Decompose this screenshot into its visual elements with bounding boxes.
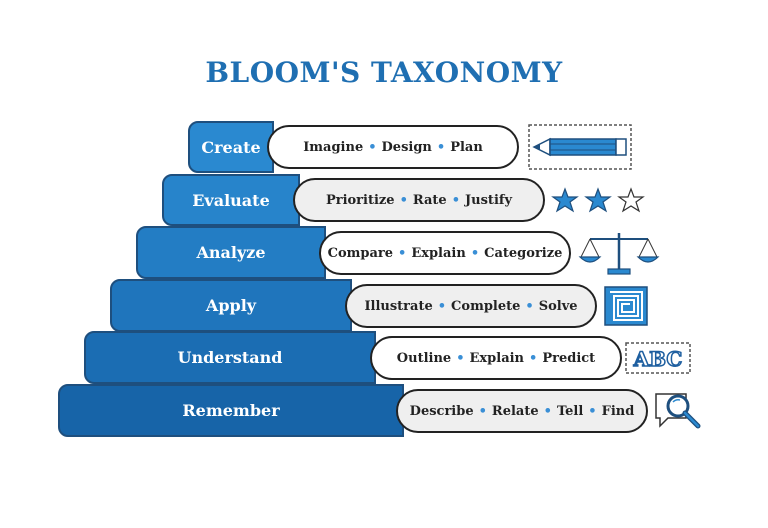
level-label: Create [201, 137, 261, 157]
level-label: Remember [182, 401, 280, 420]
verb: Compare [327, 245, 393, 261]
pencil-icon [528, 124, 632, 170]
verb: Justify [465, 192, 513, 208]
svg-text:ABC: ABC [633, 347, 683, 371]
verbs-evaluate: Prioritize• Rate• Justify [293, 178, 545, 222]
level-remember: Remember [58, 384, 404, 437]
level-label: Understand [177, 348, 283, 367]
level-create: Create [188, 121, 274, 173]
verbs-remember: Describe• Relate• Tell• Find [396, 389, 648, 433]
verb: Outline [396, 350, 452, 366]
verb: Explain [411, 245, 466, 261]
verbs-create: Imagine• Design• Plan [267, 125, 519, 169]
verb: Predict [542, 350, 596, 366]
verb: Describe [409, 403, 474, 419]
level-evaluate: Evaluate [162, 174, 300, 226]
verb: Plan [450, 139, 483, 155]
level-label: Apply [205, 296, 257, 315]
verb: Relate [491, 403, 539, 419]
level-analyze: Analyze [136, 226, 326, 279]
verbs-understand: Outline• Explain• Predict [370, 336, 622, 380]
abc-icon: ABC [625, 342, 691, 374]
verb: Explain [469, 350, 525, 366]
verbs-apply: Illustrate• Complete• Solve [345, 284, 597, 328]
verb: Illustrate [364, 298, 433, 314]
verb: Rate [412, 192, 447, 208]
verb: Complete [451, 298, 521, 314]
diagram-title: BLOOM'S TAXONOMY [205, 56, 563, 89]
verb: Categorize [484, 245, 563, 261]
verb: Find [601, 403, 635, 419]
verb: Design [381, 139, 432, 155]
maze-icon [604, 286, 648, 326]
level-label: Analyze [196, 243, 266, 262]
level-label: Evaluate [192, 190, 270, 210]
verb: Prioritize [325, 192, 395, 208]
verbs-analyze: Compare• Explain• Categorize [319, 231, 571, 275]
magnifier-icon [655, 393, 701, 429]
level-understand: Understand [84, 331, 376, 384]
level-apply: Apply [110, 279, 352, 332]
verb: Tell [556, 403, 584, 419]
scales-icon [578, 233, 660, 275]
verb: Imagine [303, 139, 364, 155]
verb: Solve [538, 298, 578, 314]
stars-icon [551, 187, 645, 213]
